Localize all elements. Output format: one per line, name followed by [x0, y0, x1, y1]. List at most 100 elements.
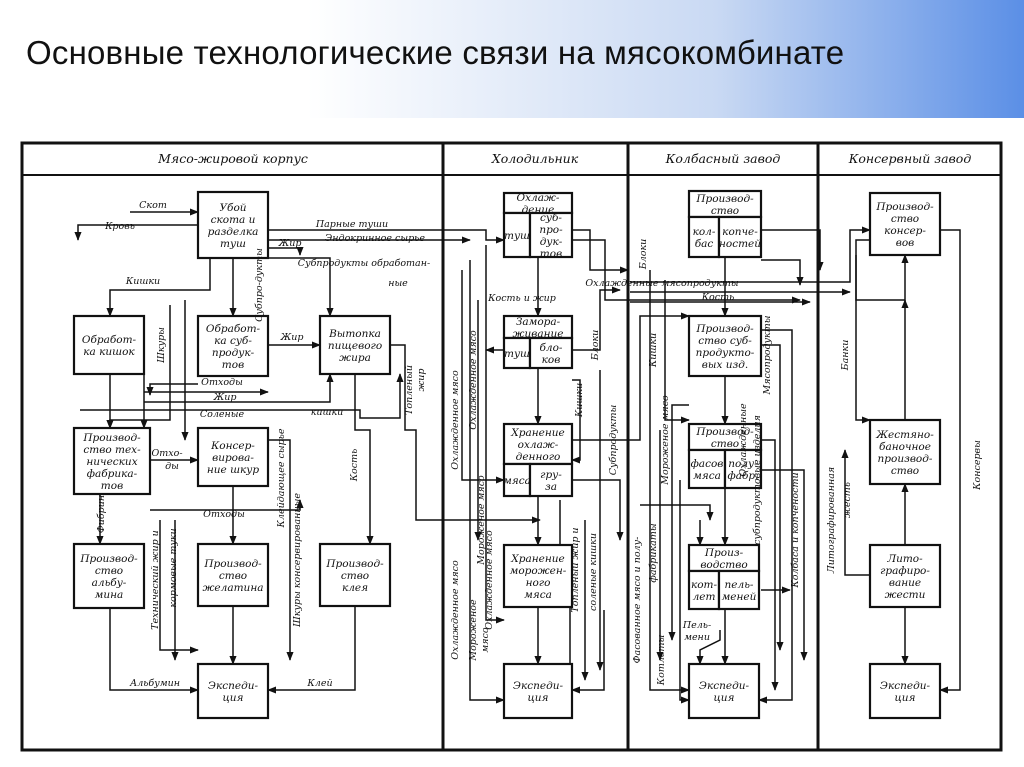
flow-line [855, 239, 871, 424]
box-exp1-line-1: ция [222, 692, 243, 704]
box-freezing_c-line-0: бло- [540, 342, 563, 354]
box-exp1: Экспеди-ция [196, 662, 270, 720]
box-cooling_c-line-1: про- [539, 224, 563, 236]
box-sausage_prod_b-line-1: бас [695, 238, 714, 250]
label-othody1: Отходы [201, 377, 243, 388]
label-othody2: Отхо- [151, 448, 182, 459]
flow-line [485, 245, 505, 624]
label-zhir2: Жир [280, 332, 304, 343]
flow-line [841, 449, 870, 576]
flow-line [268, 246, 304, 256]
box-gelatin-line-0: Производ- [203, 558, 262, 570]
box-gelatin-line-2: желатина [203, 582, 264, 594]
vlabel-v_toplenyi_zhir: жир [416, 369, 427, 392]
box-storage_frozen-line-3: мяса [524, 589, 552, 601]
label-skot: Скот [139, 200, 167, 211]
box-exp3: Экспеди-ция [687, 662, 761, 720]
box-semi_a-line-1: водство [700, 559, 747, 571]
flow-line [146, 383, 198, 396]
box-cooling_c: суб-про-дук-тов [528, 211, 574, 260]
label-albumin_l: Альбумин [129, 678, 180, 689]
box-techfab-line-3: фабрика- [87, 468, 138, 480]
slide-header: Основные технологические связи на мясоко… [0, 0, 1024, 118]
label-endokr: Эндокринное сырье [325, 233, 425, 244]
section-title-meat: Мясо-жировой корпус [157, 151, 308, 166]
label-subpr_obr2: ные [388, 278, 408, 289]
vlabel-v_litogr: Литографированная [826, 467, 837, 574]
flow-line [80, 373, 404, 419]
box-storage_frozen-line-0: Хранение [510, 553, 564, 565]
flow-line [74, 224, 198, 241]
section-title-fridge: Холодильник [491, 151, 579, 166]
flow-line [572, 239, 801, 304]
flow-line [855, 254, 909, 301]
box-packaged_a: Производ-ство [687, 422, 763, 452]
flow-line [761, 229, 824, 271]
flow-line [761, 469, 808, 661]
flow-line [649, 270, 690, 694]
flow-line [461, 270, 505, 484]
box-gelatin-line-1: ство [219, 570, 247, 582]
box-litho-line-3: жести [885, 589, 926, 601]
label-othody2b: ды [165, 461, 179, 472]
flow-line [758, 329, 793, 704]
box-fat-line-1: пищевого [328, 340, 382, 352]
box-exp4-line-1: ция [894, 692, 915, 704]
flow-line [696, 630, 721, 665]
vlabel-v_ohl_myaso4: Охлажденное мясо [484, 530, 495, 630]
box-storage_cool_a-line-0: Хранение [510, 427, 564, 439]
flow-lines [74, 208, 961, 714]
box-exp3-line-1: ция [713, 692, 734, 704]
vlabel-v_morozh3: мясо [480, 627, 491, 652]
outer-frame [20, 141, 1003, 752]
label-kishki2: кишки [311, 407, 344, 418]
box-slaughter-line-1: скота и [211, 214, 256, 226]
flow-line [268, 439, 294, 661]
box-hides-line-2: ние шкур [207, 464, 260, 476]
label-zhir3: Жир [213, 392, 237, 403]
box-offal_prod: Производ-ство суб-продукто-вых изд. [687, 314, 763, 378]
vlabel-v_techzhir: Технический жир и [150, 530, 161, 630]
box-storage_cool_a-line-1: охлаж- [518, 439, 559, 451]
flow-line [267, 606, 356, 694]
flow-line [354, 374, 374, 545]
vlabel-v_morozh1: Мороженое мясо [476, 475, 487, 566]
vlabel-v_kotlety: Котлеты [656, 634, 667, 686]
label-pelmeni1: Пель- [682, 620, 711, 631]
box-freezing_a-line-0: Замора- [516, 316, 561, 328]
label-kost2: Кость [701, 292, 735, 303]
box-casings-line-0: Обработ- [82, 334, 137, 346]
flow-line [572, 229, 629, 274]
box-albumin-line-3: мина [95, 589, 124, 601]
section-title-sausage: Колбасный завод [665, 151, 781, 166]
box-litho-line-2: вание [889, 577, 921, 589]
box-litho-line-1: графиро- [880, 565, 930, 577]
box-semi_c-line-0: пель- [725, 579, 754, 591]
vlabel-v_kleydaushee: Клейдающее сырье [276, 428, 287, 528]
label-ohl_myasopr: Охлажденные мясопродукты [585, 278, 739, 289]
diagram-frame: Мясо-жировой корпус Холодильник Колбасный … [20, 141, 1003, 752]
box-sausage_prod_b-line-0: кол- [693, 226, 716, 238]
box-semi_c: пель-меней [717, 569, 761, 611]
box-exp2-line-1: ция [527, 692, 548, 704]
vlabel-v_banki: Банки [840, 340, 851, 372]
box-exp4: Экспеди-ция [868, 662, 942, 720]
box-tin-line-3: ство [891, 465, 919, 477]
box-offal-line-0: Обработ- [206, 323, 261, 335]
vlabel-v_toplenyi: Топленый [404, 365, 415, 415]
vlabel-v_kolbasa: Колбаса и копчености [790, 472, 801, 588]
label-zhir1: Жир [278, 238, 302, 249]
vlabel-v_morozh2: Мороженое [468, 599, 479, 662]
vlabel-v_myasoprod: Мясопродукты [762, 315, 773, 395]
box-cooling_c-line-3: тов [540, 248, 562, 260]
box-freezing_c: бло-ков [528, 336, 574, 370]
label-solenye: Соленые [200, 409, 245, 420]
box-slaughter-line-0: Убой [219, 202, 246, 214]
box-offal_prod-line-1: ство суб- [698, 335, 752, 347]
box-offal: Обработ-ка суб-продук-тов [196, 314, 270, 378]
label-klej: Клей [306, 678, 332, 689]
